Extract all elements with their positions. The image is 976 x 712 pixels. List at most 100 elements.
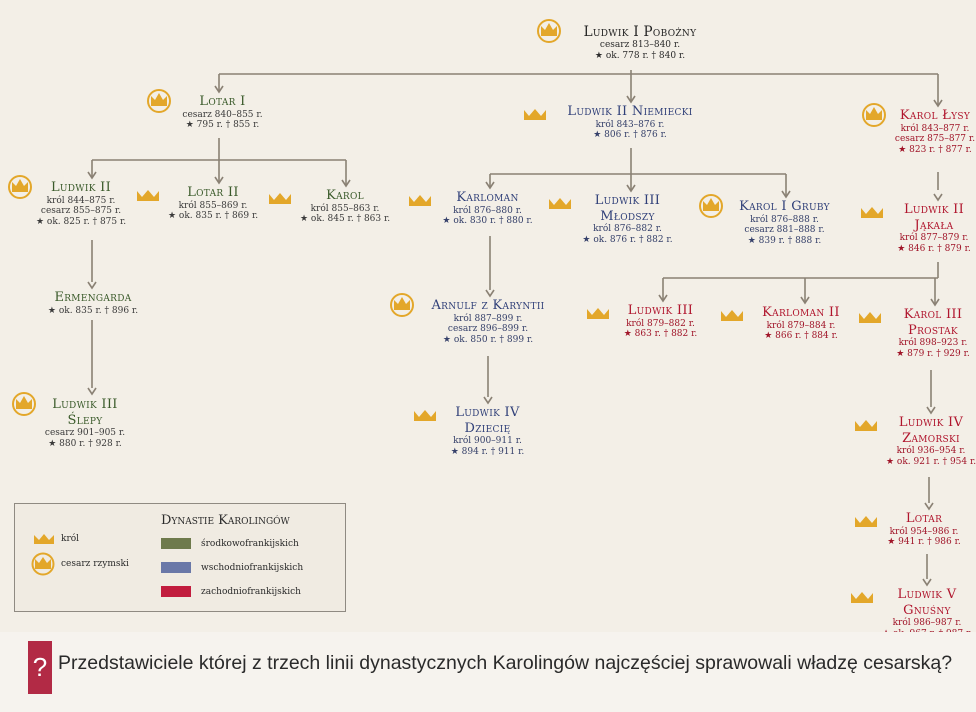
connector-arrow (658, 294, 668, 303)
person-detail: cesarz 881–888 r. (744, 225, 825, 236)
crown-krol-icon (136, 187, 160, 206)
crown-krol-icon (268, 190, 292, 209)
person-detail: ★ 866 r. † 884 r. (764, 331, 838, 342)
legend-swatch-west (161, 586, 191, 597)
person-detail: ★ 941 r. † 986 r. (887, 537, 961, 548)
person-detail: król 898–923 r. (898, 338, 968, 349)
crown-krol-icon (548, 195, 572, 214)
person-detail: król 877–879 r. (899, 233, 969, 244)
crown-krol-icon (720, 307, 744, 326)
person-name: Karol (326, 188, 364, 203)
person-detail: król 900–911 r. (453, 436, 522, 447)
person-name: Lotar II (187, 185, 239, 200)
person-detail: cesarz 855–875 r. (40, 206, 122, 217)
legend: Dynastie Karolingów król cesarz rzymski … (14, 503, 346, 612)
legend-west-label: zachodniofrankijskich (201, 587, 301, 597)
question-bar (0, 632, 976, 712)
connector-arrow (87, 171, 97, 180)
legend-east-label: wschodniofrankijskich (201, 563, 304, 573)
person-detail: król 843–877 r. (900, 123, 970, 134)
connector-arrow (933, 99, 943, 108)
person-detail: ★ ok. 778 r. † 840 r. (594, 50, 686, 61)
person-detail: król 879–884 r. (766, 320, 836, 331)
person-detail: król 855–869 r. (178, 200, 248, 211)
crown-cesarz-icon (10, 391, 38, 421)
person-detail: ★ 823 r. † 877 r. (898, 145, 972, 156)
connector-arrow (930, 298, 940, 307)
person-detail: król 954–986 r. (889, 526, 959, 537)
crown-cesarz-icon (6, 174, 34, 204)
person-name: Karol Łysy (899, 108, 971, 123)
legend-cesarz-label: cesarz rzymski (61, 559, 129, 569)
person-name: Arnulf z Karyntii (431, 298, 545, 313)
person-detail: król 986–987 r. (892, 618, 962, 629)
crown-krol-icon (854, 417, 878, 436)
person-detail: cesarz 896–899 r. (447, 324, 529, 335)
person-detail: ★ ok. 845 r. † 863 r. (300, 214, 391, 225)
crown-krol-icon (854, 513, 878, 532)
legend-title: Dynastie Karolingów (161, 513, 290, 528)
person-detail: ★ ok. 876 r. † 882 r. (582, 234, 673, 245)
question-mark-icon: ? (28, 641, 52, 694)
person-name: Ermengarda (54, 290, 132, 305)
person-detail: król 879–882 r. (626, 318, 695, 329)
connector-arrow (781, 190, 791, 199)
connector-arrow (485, 289, 495, 298)
crown-krol-icon (413, 407, 437, 426)
person-detail: cesarz 901–905 r. (44, 428, 126, 439)
person-detail: cesarz 840–855 r. (182, 109, 263, 120)
person-name: Karol III Prostak (903, 307, 963, 338)
crown-krol-icon (523, 106, 547, 125)
person-detail: cesarz 875–877 r. (894, 134, 976, 145)
person-detail: ★ ok. 835 r. † 896 r. (47, 305, 139, 316)
person-name: Karloman II (762, 305, 840, 320)
person-detail: ★ 846 r. † 879 r. (897, 243, 971, 254)
person-detail: ★ 806 r. † 876 r. (593, 130, 667, 141)
person-detail: cesarz 813–840 r. (599, 40, 681, 51)
connector-arrow (485, 181, 495, 190)
person-name: Ludwik II Jąkała (903, 202, 965, 233)
legend-swatch-mid (161, 538, 191, 549)
person-name: Karol I Gruby (739, 199, 830, 214)
crown-cesarz-icon (535, 18, 563, 48)
person-name: Ludwik III (627, 303, 694, 318)
person-detail: ★ 880 r. † 928 r. (48, 438, 122, 449)
person-detail: król 887–899 r. (453, 313, 523, 324)
connector-arrow (214, 85, 224, 94)
connector-arrow (626, 95, 636, 104)
person-name: Lotar (905, 511, 943, 526)
crown-cesarz-icon (860, 102, 888, 132)
legend-swatch-east (161, 562, 191, 573)
connector-arrow (933, 193, 943, 202)
crown-krol-icon (33, 530, 55, 549)
person-detail: król 843–876 r. (595, 119, 665, 130)
person-name: Ludwik II Niemiecki (567, 104, 693, 119)
person-detail: ★ ok. 850 r. † 899 r. (442, 335, 534, 346)
person-detail: ★ ok. 835 r. † 869 r. (168, 211, 259, 222)
crown-krol-icon (408, 192, 432, 211)
crown-cesarz-icon (697, 193, 725, 223)
crown-cesarz-icon (388, 292, 416, 322)
person-name: Ludwik III Młodszy (594, 193, 661, 224)
connector-arrow (214, 176, 224, 185)
legend-krol-label: król (61, 534, 80, 544)
crown-krol-icon (586, 305, 610, 324)
crown-cesarz-icon (29, 552, 57, 580)
connector-arrow (483, 396, 493, 405)
